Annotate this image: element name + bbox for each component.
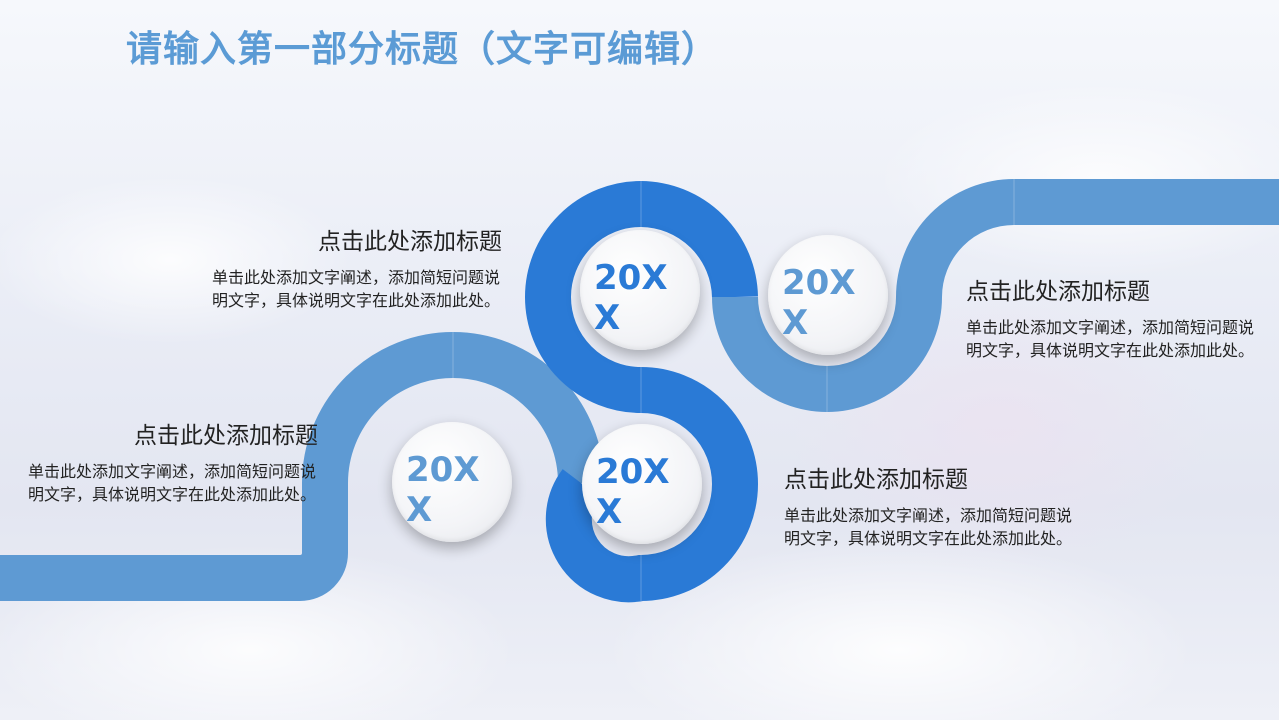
path-segment-u-2	[545, 367, 759, 603]
step-year-1: 20XX	[406, 450, 480, 530]
path-segment-s-3	[524, 180, 758, 413]
step-body-2: 单击此处添加文字阐述，添加简短问题说明文字，具体说明文字在此处添加此处。	[784, 506, 1073, 548]
step-text-block-2: 点击此处添加标题 单击此处添加文字阐述，添加简短问题说明文字，具体说明文字在此处…	[784, 460, 1074, 550]
path-segment-right-lead	[896, 179, 1279, 298]
step-year-2: 20XX	[596, 452, 670, 532]
step-year-3: 20XX	[594, 258, 668, 338]
path-segment-u-4	[712, 296, 942, 413]
step-text-block-4: 点击此处添加标题 单击此处添加文字阐述，添加简短问题说明文字，具体说明文字在此处…	[966, 272, 1256, 362]
step-body-1: 单击此处添加文字阐述，添加简短问题说明文字，具体说明文字在此处添加此处。	[28, 462, 317, 504]
step-circle-3: 20XX	[580, 230, 700, 350]
step-body-4: 单击此处添加文字阐述，添加简短问题说明文字，具体说明文字在此处添加此处。	[966, 318, 1255, 360]
step-circle-1: 20XX	[392, 422, 512, 542]
step-circle-2: 20XX	[582, 424, 702, 544]
step-circle-4: 20XX	[768, 235, 888, 355]
path-segment-hump-1	[298, 331, 604, 601]
slide-title: 请输入第一部分标题（文字可编辑）	[126, 29, 719, 70]
step-body-3: 单击此处添加文字阐述，添加简短问题说明文字，具体说明文字在此处添加此处。	[212, 268, 501, 310]
step-heading-2: 点击此处添加标题	[784, 467, 968, 493]
step-heading-4: 点击此处添加标题	[966, 279, 1150, 305]
step-heading-1: 点击此处添加标题	[134, 423, 318, 449]
step-text-block-3: 点击此处添加标题 单击此处添加文字阐述，添加简短问题说明文字，具体说明文字在此处…	[212, 222, 502, 312]
step-year-4: 20XX	[782, 263, 856, 343]
step-heading-3: 点击此处添加标题	[318, 229, 502, 255]
step-text-block-1: 点击此处添加标题 单击此处添加文字阐述，添加简短问题说明文字，具体说明文字在此处…	[28, 416, 318, 506]
